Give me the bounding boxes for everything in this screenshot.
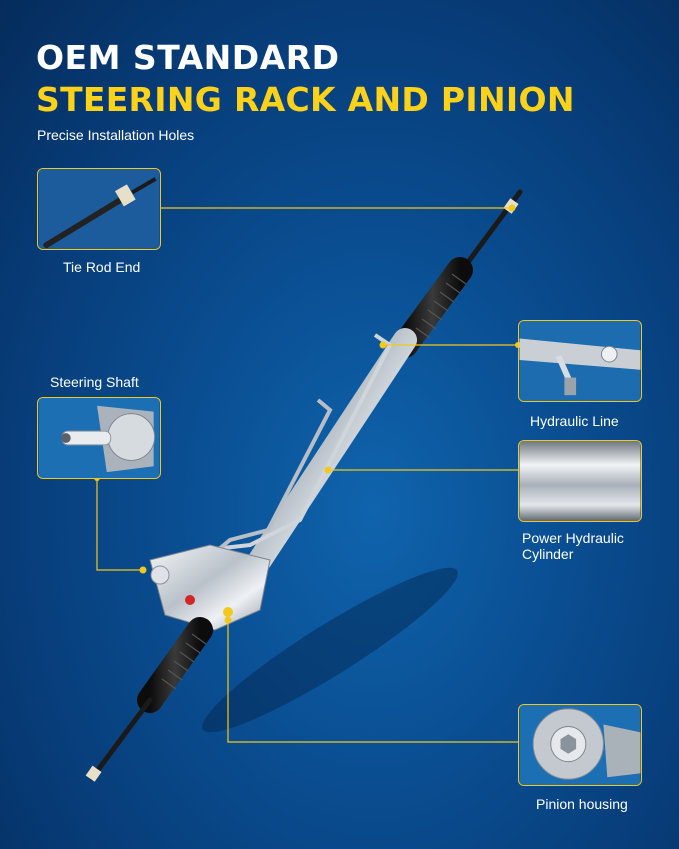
lower-tie-rod: [89, 697, 153, 781]
pinion-housing-thumbnail: [519, 705, 641, 785]
hydraulic-line-tube-1: [204, 333, 393, 552]
steering-shaft-thumbnail: [38, 398, 160, 478]
label-pinion-housing: Pinion housing: [536, 796, 628, 812]
leader-steering-shaft: [96, 478, 143, 571]
label-hydraulic-line: Hydraulic Line: [530, 413, 619, 429]
pinion-input: [150, 565, 170, 585]
callout-hydraulic-line-image: [518, 320, 642, 402]
power-cylinder-thumbnail: [519, 441, 641, 521]
hydraulic-line-thumbnail: [519, 321, 641, 401]
callout-steering-shaft-image: [37, 397, 161, 479]
subheadline: Precise Installation Holes: [37, 127, 195, 143]
red-port: [185, 595, 195, 605]
callout-pinion-housing-image: [518, 704, 642, 786]
headline-product-name: STEERING RACK AND PINION: [36, 80, 575, 119]
lower-boot-ridges: [161, 633, 207, 690]
rack-shadow: [202, 567, 458, 733]
label-steering-shaft: Steering Shaft: [50, 374, 139, 390]
power-cylinder-tube: [248, 328, 417, 572]
leader-pinion-housing: [227, 620, 518, 743]
callout-tie-rod-end-image: [37, 168, 161, 250]
label-power-cylinder-line1: Power Hydraulic: [522, 530, 624, 546]
lower-tie-rod-nut: [85, 765, 102, 782]
yellow-cap: [223, 607, 233, 617]
tie-rod-end-thumbnail: [38, 169, 160, 249]
label-power-cylinder: Power Hydraulic Cylinder: [522, 530, 624, 562]
upper-boot-ridges: [415, 273, 467, 339]
headline-oem-standard: OEM STANDARD: [36, 38, 340, 77]
valve-housing: [149, 544, 271, 631]
label-tie-rod-end: Tie Rod End: [63, 259, 141, 275]
lower-boot: [137, 617, 213, 713]
callout-power-cylinder-image: [518, 440, 642, 522]
label-power-cylinder-line2: Cylinder: [522, 546, 574, 562]
